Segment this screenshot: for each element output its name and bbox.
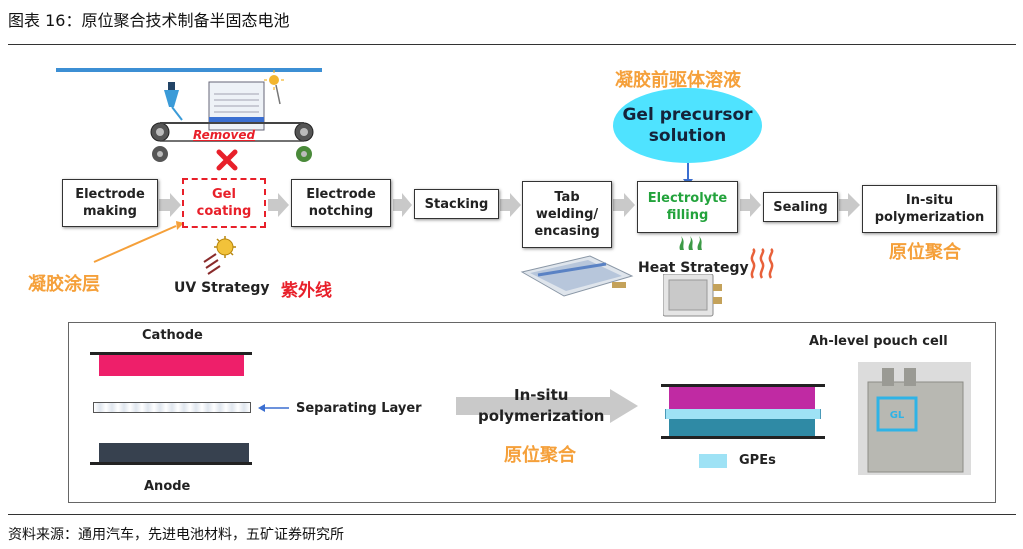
gpes-label: GPEs [739, 453, 776, 468]
page-title: 图表 16：原位聚合技术制备半固态电池 [8, 11, 290, 30]
step-electrolyte-filling: Electrolyte filling [637, 181, 738, 233]
pouch-cell-label: Ah-level pouch cell [809, 334, 948, 349]
result-cathode-layer [669, 387, 815, 409]
oven-illustration [663, 274, 722, 317]
heat-waves-icon [750, 248, 774, 279]
uv-lamp-icon [203, 236, 236, 275]
steam-icon [679, 236, 702, 250]
anode-plate [90, 462, 252, 465]
result-top-plate [661, 384, 825, 387]
svg-text:GL: GL [890, 410, 905, 421]
uv-cn-label: 紫外线 [281, 281, 332, 301]
cathode-layer [99, 355, 244, 376]
insitu-cn-label-bottom: 原位聚合 [504, 445, 576, 466]
gpe-legend-swatch [699, 454, 727, 468]
footer-rule [8, 514, 1016, 515]
removed-x-icon [216, 149, 238, 171]
step-insitu-polymerization: In-situ polymerization [862, 185, 997, 233]
result-bottom-plate [661, 436, 825, 439]
anode-layer [99, 443, 249, 462]
pouch-cell-photo: GL [858, 362, 971, 475]
step-electrode-notching: Electrode notching [291, 179, 391, 227]
anode-label: Anode [144, 479, 191, 494]
insitu-label: In-situ polymerization [478, 386, 605, 425]
source-note: 资料来源：通用汽车，先进电池材料，五矿证券研究所 [8, 527, 344, 543]
insitu-arrow [456, 389, 638, 423]
heat-strategy-label: Heat Strategy [638, 260, 749, 276]
gel-precursor-cn-label: 凝胶前驱体溶液 [615, 70, 741, 91]
result-gpe-layer [665, 409, 821, 419]
separating-layer [93, 402, 251, 413]
step-gel-coating: Gel coating [182, 178, 266, 228]
step-tab-welding: Tab welding/ encasing [522, 181, 612, 248]
pouch-cell-illustration [520, 255, 634, 297]
cathode-label: Cathode [142, 328, 203, 343]
title-rule [8, 44, 1016, 45]
gel-precursor-label: Gel precursor solution [622, 104, 753, 146]
removed-label: Removed [193, 128, 256, 142]
step-electrode-making: Electrode making [62, 179, 158, 227]
separating-layer-label: Separating Layer [296, 401, 422, 416]
separator-arrow-icon [258, 404, 289, 412]
gel-coating-cn-label: 凝胶涂层 [28, 274, 100, 295]
result-anode-layer [669, 419, 815, 436]
step-stacking: Stacking [414, 189, 499, 219]
coating-machine-illustration [56, 68, 322, 162]
gel-precursor-bubble: Gel precursor solution [613, 88, 762, 163]
uv-strategy-label: UV Strategy [174, 280, 270, 296]
step-sealing: Sealing [763, 192, 838, 222]
cathode-plate [90, 352, 252, 355]
insitu-cn-label-top: 原位聚合 [889, 242, 961, 263]
